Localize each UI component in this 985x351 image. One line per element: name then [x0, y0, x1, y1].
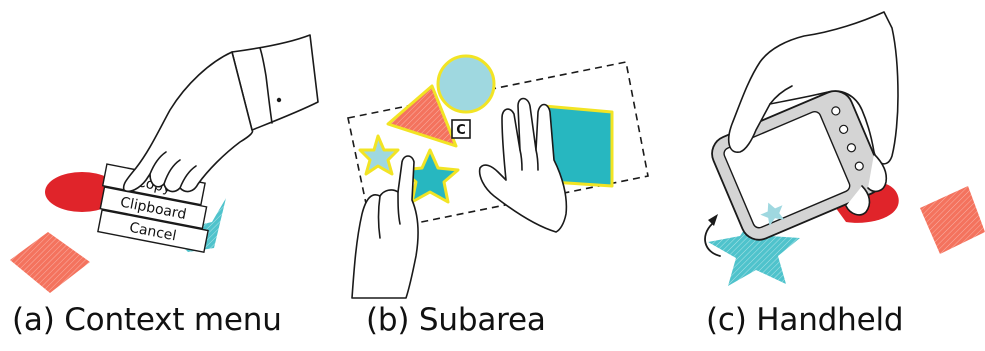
screen-star-icon — [760, 202, 785, 226]
handheld-device — [711, 90, 883, 241]
caption-subarea: (b) Subarea — [366, 302, 546, 338]
caption-handheld: (c) Handheld — [706, 302, 904, 338]
red-circle-shape — [45, 172, 119, 212]
caption-context-menu: (a) Context menu — [12, 302, 282, 338]
menu-item-clipboard[interactable]: Clipboard — [99, 186, 208, 230]
left-hand-illustration — [351, 155, 419, 299]
panel-a-context-menu: Copy Clipboard Cancel — [10, 34, 319, 293]
salmon-square-shape — [10, 232, 90, 293]
panel-c-handheld — [704, 11, 985, 286]
illustration: Copy Clipboard Cancel — [10, 11, 985, 299]
arrow-head-icon — [708, 214, 718, 226]
hand-illustration — [727, 11, 899, 216]
right-hand-illustration — [478, 97, 568, 233]
hand-illustration — [122, 34, 319, 193]
marker-label: C — [456, 123, 466, 138]
selection-subarea — [347, 61, 649, 233]
copy-marker[interactable]: C — [451, 119, 471, 139]
salmon-triangle-shape — [386, 84, 458, 148]
rotate-arrow-icon — [704, 223, 721, 257]
panel-b-subarea: C — [347, 54, 649, 299]
light-teal-circle-shape — [436, 54, 496, 114]
device-screen — [723, 110, 851, 229]
light-teal-star-shape — [358, 134, 400, 176]
salmon-square-shape — [920, 186, 985, 254]
teal-star-shape — [708, 212, 800, 286]
